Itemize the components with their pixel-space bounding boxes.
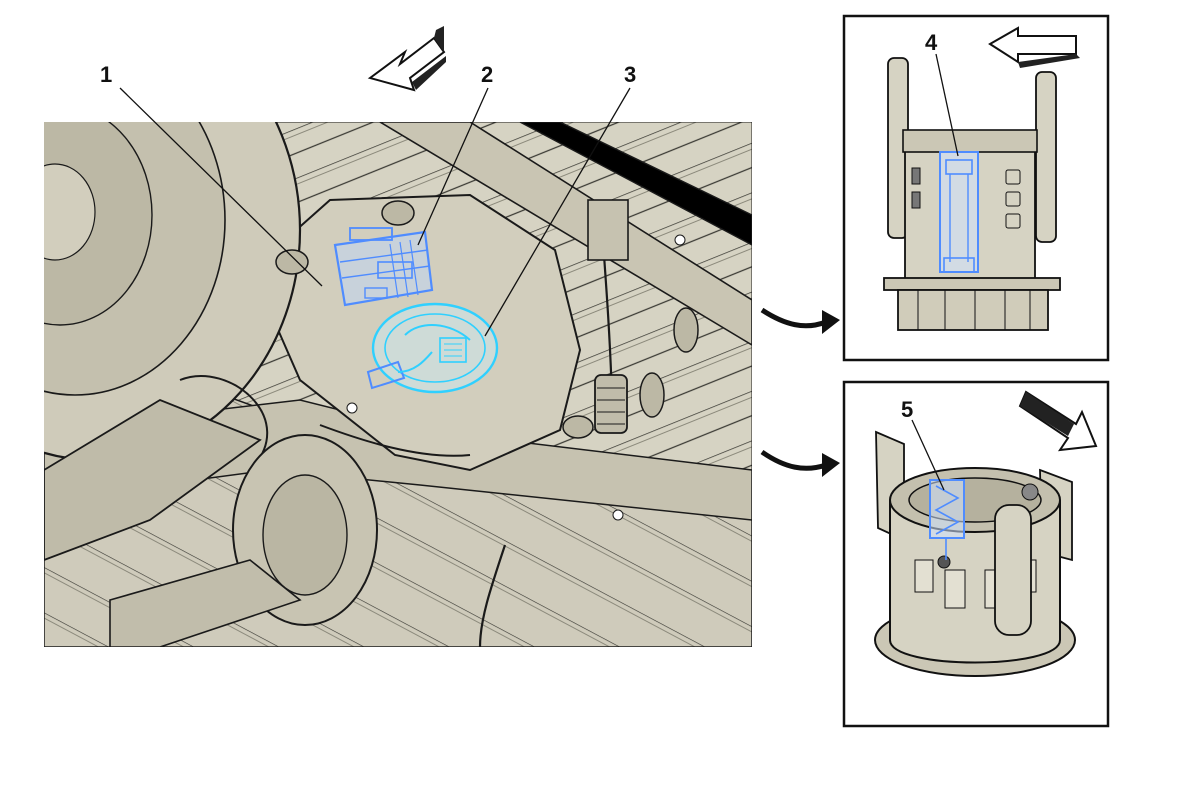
leader-1 — [119, 87, 323, 287]
callout-5: 5 — [901, 397, 913, 422]
leader-2 — [417, 87, 489, 246]
tank-cover-plate — [263, 193, 582, 472]
callout-1: 1 — [100, 62, 112, 87]
fuel-pump-control-module — [333, 227, 434, 307]
fuel-pump-reservoir — [874, 430, 1076, 677]
callout-2: 2 — [481, 62, 493, 87]
leader-4 — [935, 53, 959, 157]
rear-differential — [109, 434, 378, 647]
curved-arrow-icon — [760, 307, 840, 334]
underbody-view — [44, 122, 752, 647]
hollow-arrow-icon — [988, 26, 1080, 68]
leader-5 — [911, 419, 945, 491]
fuel-level-sensor-float — [929, 479, 965, 560]
hollow-arrow-icon — [367, 26, 446, 92]
leader-3 — [484, 87, 631, 337]
shock-absorber — [587, 199, 629, 434]
fuel-level-sensor — [939, 151, 979, 273]
fuel-pump-module-front — [883, 57, 1061, 331]
callout-3: 3 — [624, 62, 636, 87]
hollow-arrow-icon — [1018, 390, 1098, 452]
callout-4: 4 — [925, 30, 938, 55]
fuel-pump-module — [366, 302, 499, 394]
curved-arrow-icon — [760, 449, 840, 477]
